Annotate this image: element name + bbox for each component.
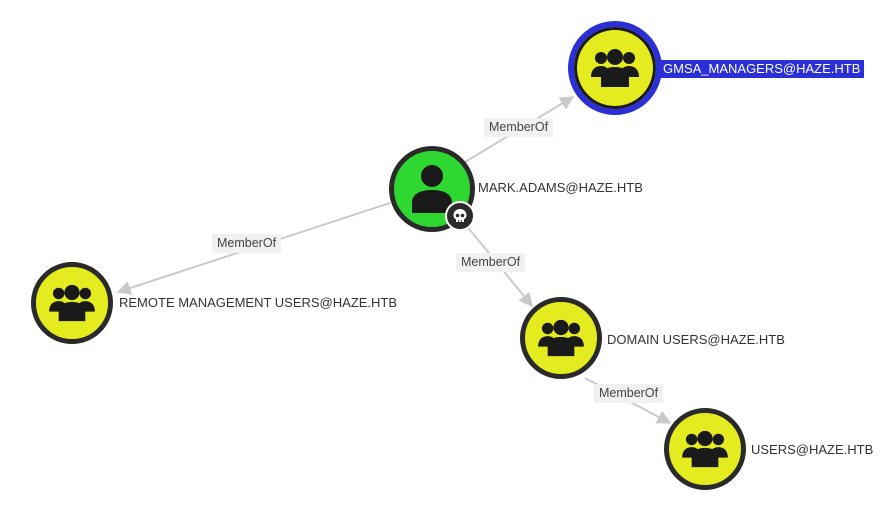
node-label-mark-adams[interactable]: MARK.ADAMS@HAZE.HTB xyxy=(478,180,643,195)
skull-icon xyxy=(453,209,467,222)
group-icon xyxy=(49,284,95,322)
edge-label-domain-to-users: MemberOf xyxy=(594,384,664,403)
node-gmsa-managers[interactable] xyxy=(568,21,662,115)
node-label-domain-users[interactable]: DOMAIN USERS@HAZE.HTB xyxy=(607,332,785,347)
edge-label-mark-to-gmsa: MemberOf xyxy=(484,118,554,137)
skull-badge xyxy=(445,201,475,231)
user-icon xyxy=(412,165,452,213)
group-icon xyxy=(538,319,584,357)
node-label-gmsa-managers[interactable]: GMSA_MANAGERS@HAZE.HTB xyxy=(661,60,865,78)
node-label-users[interactable]: USERS@HAZE.HTB xyxy=(751,442,874,457)
group-icon xyxy=(591,49,639,87)
node-mark-adams[interactable] xyxy=(389,146,475,232)
node-label-remote-management-users[interactable]: REMOTE MANAGEMENT USERS@HAZE.HTB xyxy=(119,295,398,310)
node-domain-users[interactable] xyxy=(520,297,602,379)
group-icon xyxy=(682,430,728,468)
edge-label-mark-to-domain: MemberOf xyxy=(456,253,526,272)
node-remote-management-users[interactable] xyxy=(31,262,113,344)
edge-label-mark-to-remote: MemberOf xyxy=(212,234,282,253)
node-users[interactable] xyxy=(664,408,746,490)
